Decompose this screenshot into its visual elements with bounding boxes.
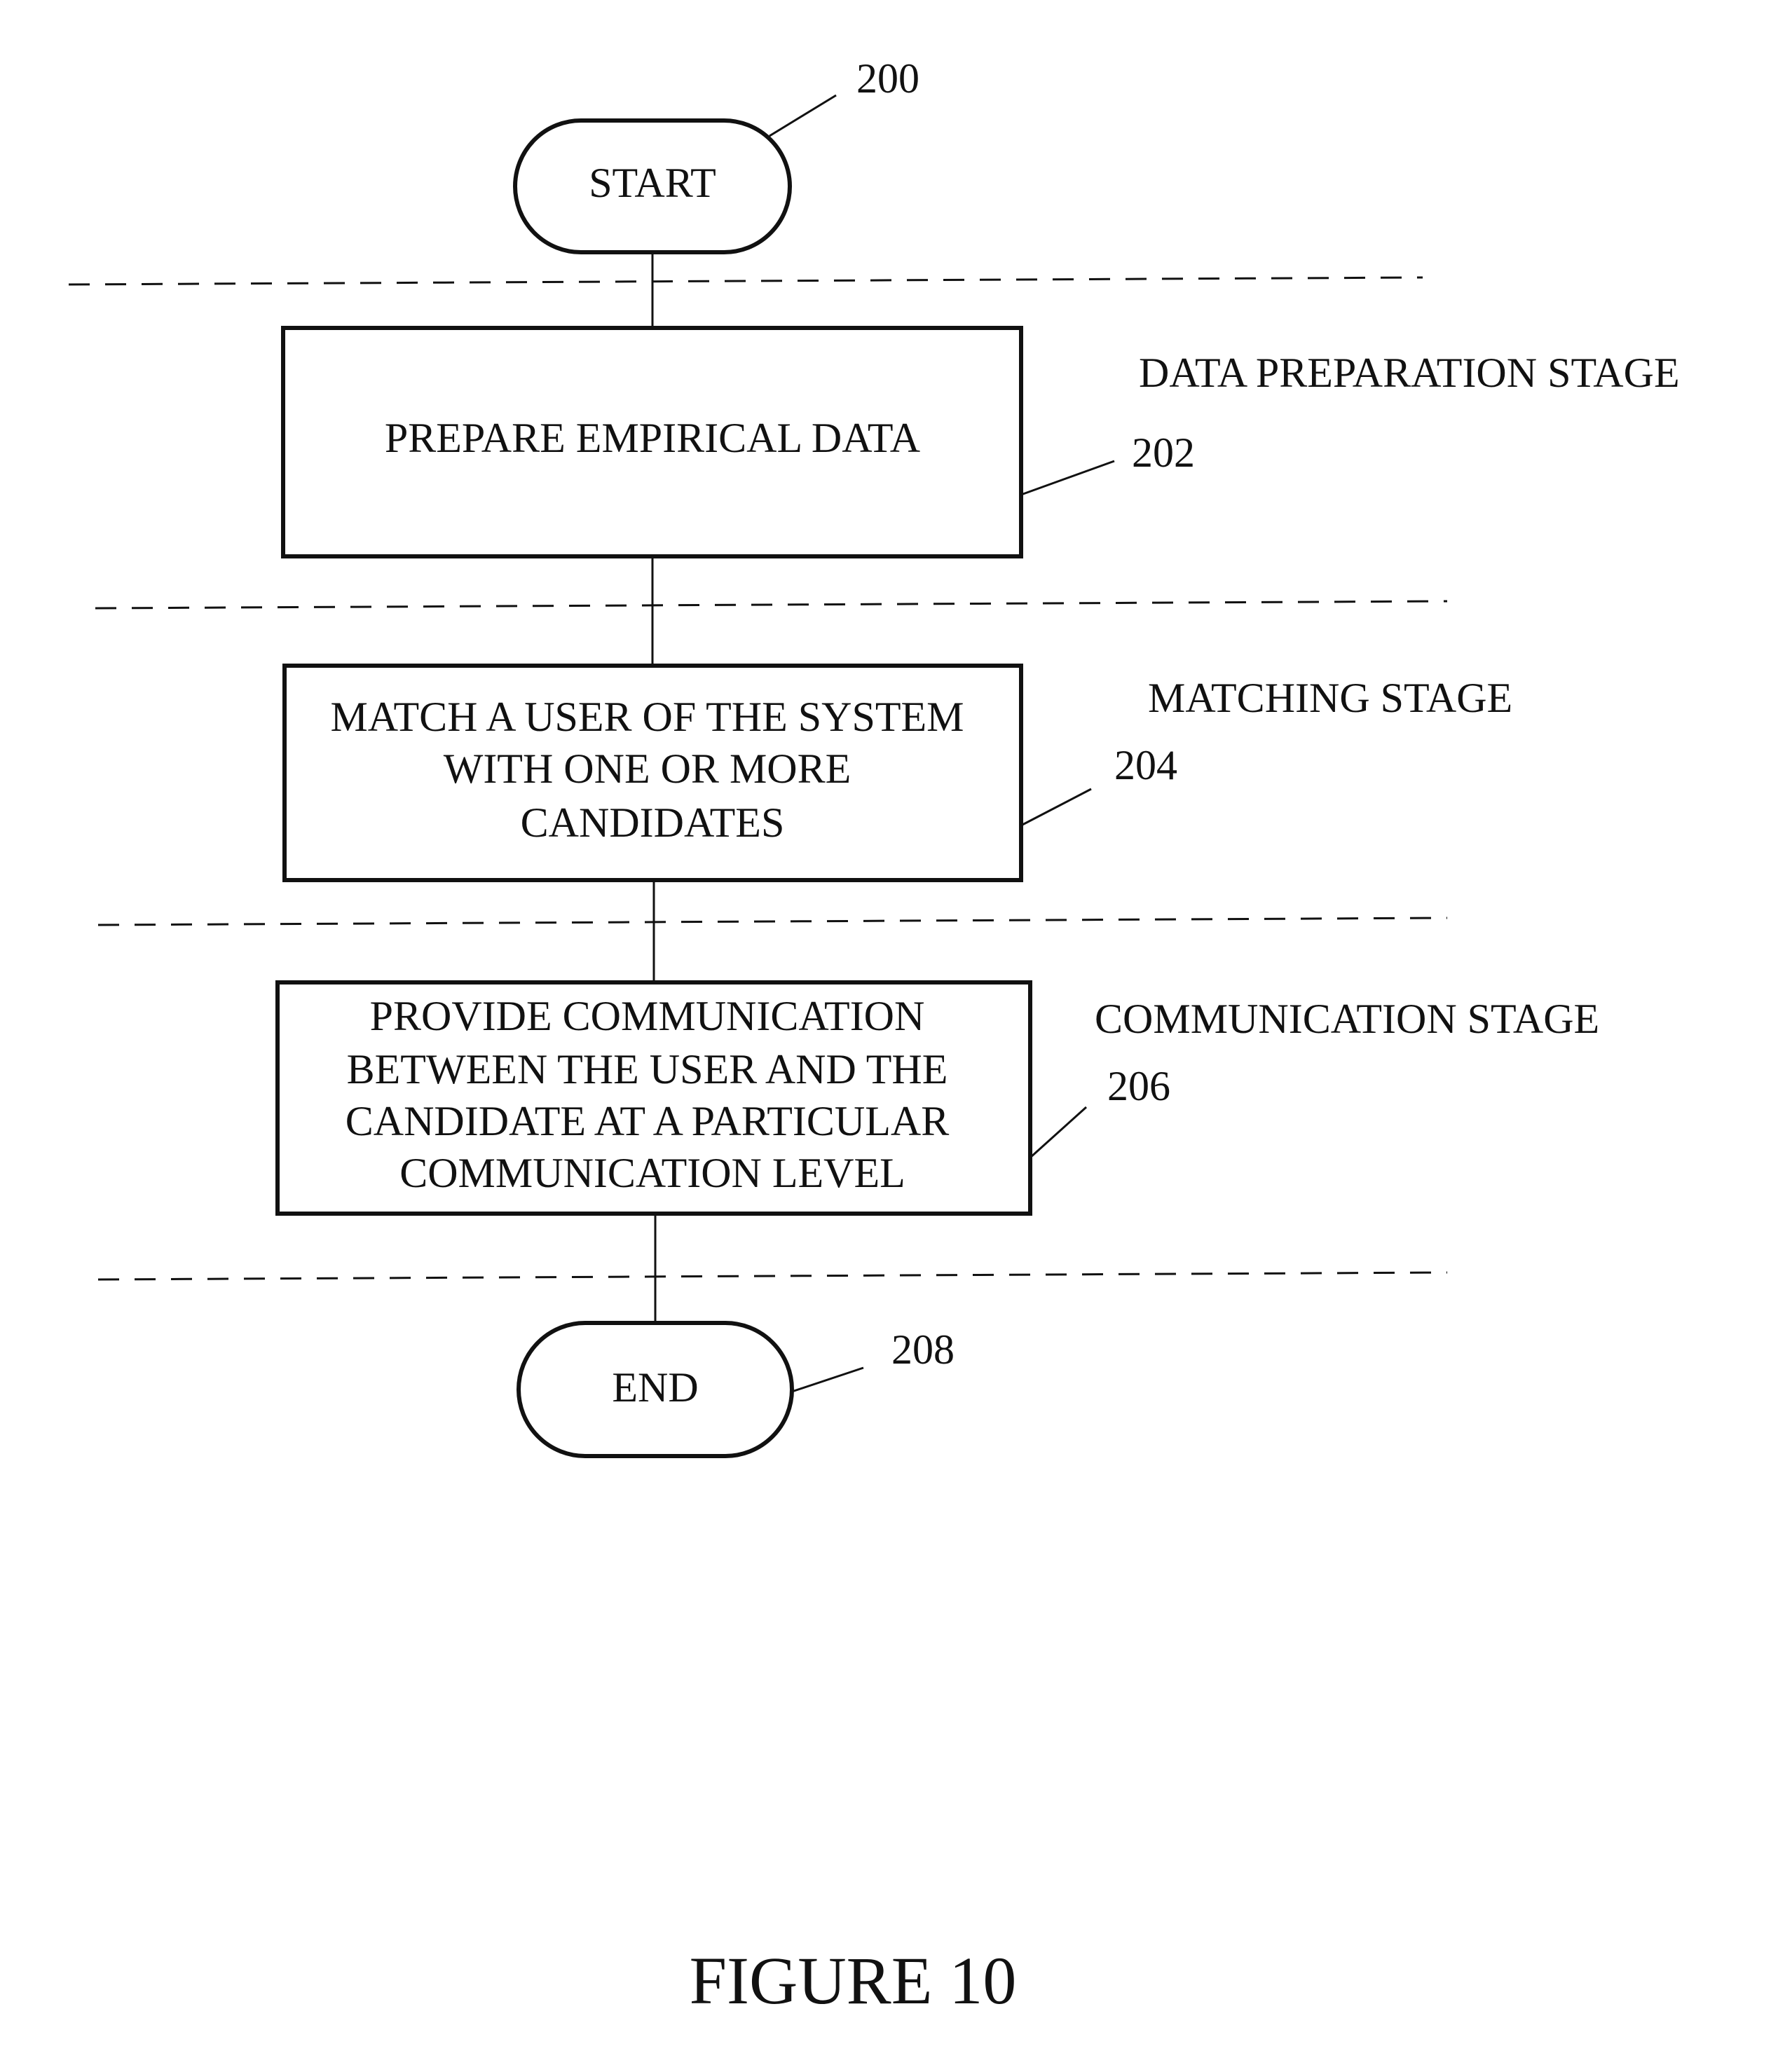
svg-text:PROVIDE COMMUNICATION BE: PROVIDE COMMUNICATION BETWEEN THE USER A… [346,983,960,1196]
leader-204 [1021,789,1091,825]
stage-label-communication: COMMUNICATION STAGE [1095,996,1599,1042]
step-3-line-1: PROVIDE COMMUNICATION [370,993,925,1039]
stage-label-matching: MATCHING STAGE [1148,675,1512,721]
end-label: END [612,1364,698,1411]
stage-divider-1 [69,277,1423,284]
start-label: START [589,160,716,206]
leader-208 [792,1368,863,1392]
step-3-line-2: BETWEEN THE USER AND THE [347,1046,948,1092]
stage-label-data-preparation: DATA PREPARATION STAGE [1139,350,1680,396]
step-2-line-3: CANDIDATES [521,800,785,846]
stage-divider-2 [95,601,1447,608]
leader-202 [1021,461,1114,495]
step-3-line-4: COMMUNICATION LEVEL [399,1150,905,1196]
stage-divider-4 [98,1272,1447,1279]
step-3-line-3: CANDIDATE AT A PARTICULAR [346,1098,950,1144]
process-step-provide-communication: PROVIDE COMMUNICATION BETWEEN THE USER A… [278,982,1030,1214]
stage-divider-3 [98,918,1447,925]
step-2-line-2: WITH ONE OR MORE [444,746,851,792]
ref-200: 200 [856,55,919,102]
ref-202: 202 [1132,430,1195,476]
leader-200 [770,95,836,136]
ref-206: 206 [1107,1063,1170,1109]
end-terminal: END [519,1323,792,1456]
ref-204: 204 [1114,742,1177,788]
step-2-line-1: MATCH A USER OF THE SYSTEM [330,694,964,740]
process-step-prepare-data: PREPARE EMPIRICAL DATA [283,328,1021,556]
start-terminal: START [515,121,790,252]
step-1-line-1: PREPARE EMPIRICAL DATA [385,415,920,461]
svg-text:PREPARE EMPIRICAL DATA: PREPARE EMPIRICAL DATA [385,415,920,461]
ref-208: 208 [891,1326,955,1373]
leader-206 [1030,1107,1086,1158]
process-step-match-user: MATCH A USER OF THE SYSTEM WITH ONE OR M… [285,666,1021,880]
figure-caption: FIGURE 10 [690,1943,1017,2018]
